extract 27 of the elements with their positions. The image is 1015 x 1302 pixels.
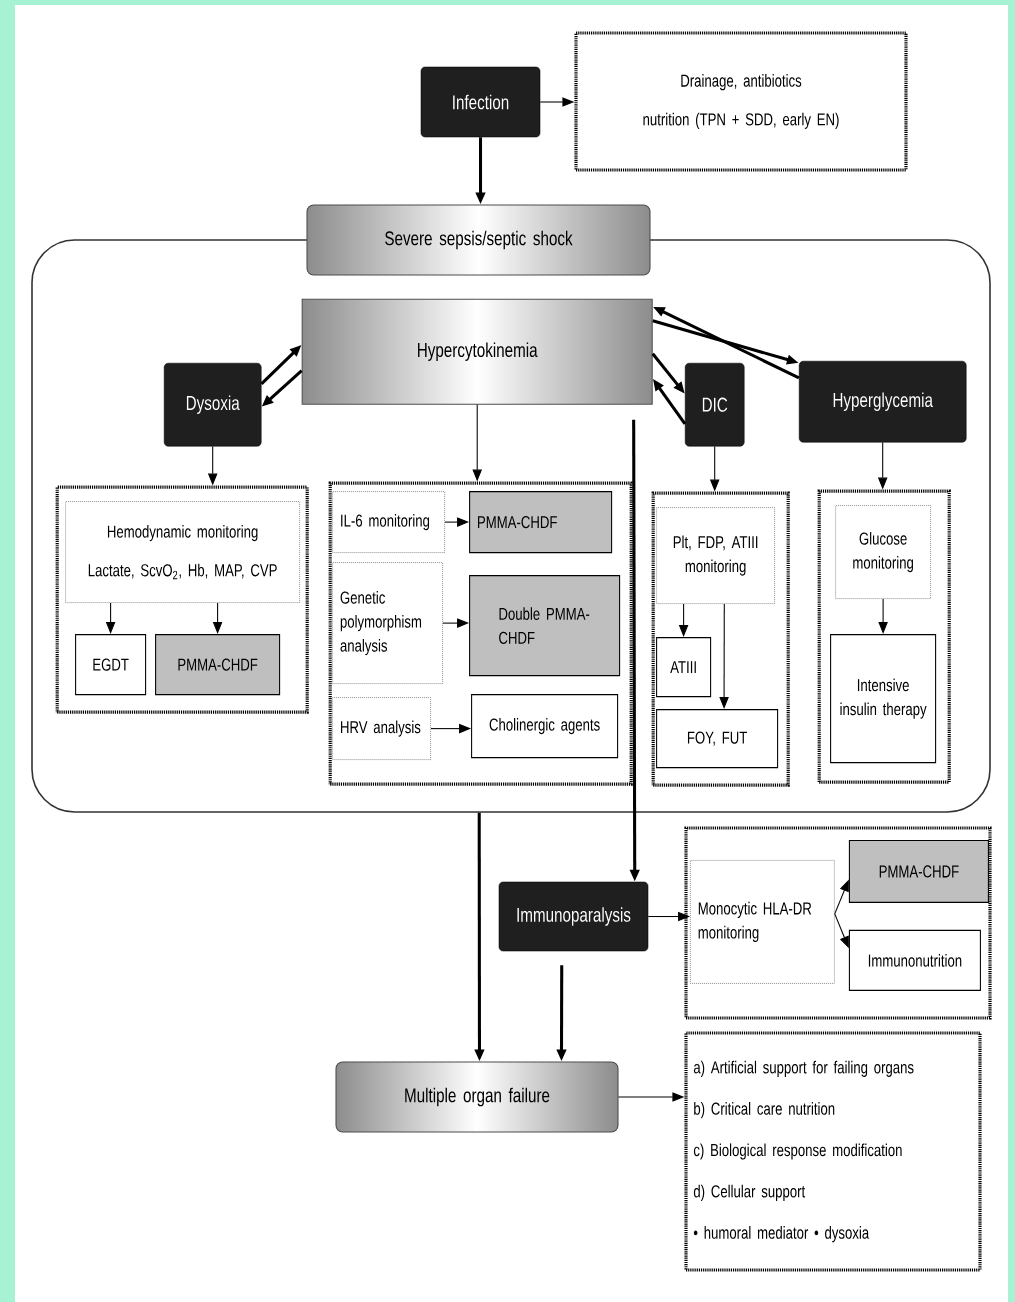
therapy-box: PMMA-CHDF <box>848 839 989 903</box>
problem-box: DIC <box>684 362 745 447</box>
problem-box: Infection <box>420 66 541 138</box>
monitoring-box: HRV analysis <box>332 697 431 760</box>
stage-box: Multiple organ failure <box>335 1061 619 1133</box>
therapy-box: PMMA-CHDF <box>469 491 613 554</box>
monitoring-box: Hemodynamic monitoring Lactate, ScvO$_{2}$, Hb, MAP, CVP <box>65 501 300 603</box>
therapy-box: Intensive insulin therapy <box>830 634 937 764</box>
monitoring-box: Glucose monitoring <box>835 505 931 599</box>
treatment-box: a) Artificial support for failing organs b) Critical care nutrition c) Biological response modification d) Cellular support • humoral mediator • dysoxia <box>684 1031 982 1272</box>
problem-box: Hyperglycemia <box>798 360 967 443</box>
therapy-box: ATIII <box>656 637 712 698</box>
therapy-box: EGDT <box>75 634 147 696</box>
therapy-box: Cholinergic agents <box>471 694 619 759</box>
therapy-box: Immunonutrition <box>848 929 981 991</box>
monitoring-box: Plt, FDP, ATIII monitoring <box>656 507 775 604</box>
monitoring-box: Genetic polymorphism analysis <box>332 562 443 684</box>
monitoring-box: IL-6 monitoring <box>332 491 445 553</box>
problem-box: Dysoxia <box>163 362 262 447</box>
stage-box: Severe sepsis/septic shock <box>306 204 651 276</box>
therapy-box: Double PMMA-CHDF <box>469 575 621 677</box>
monitoring-box: Monocytic HLA-DR monitoring <box>690 860 835 984</box>
therapy-box: PMMA-CHDF <box>155 634 281 696</box>
therapy-box: FOY, FUT <box>656 709 779 769</box>
problem-box: Immunoparalysis <box>498 881 649 952</box>
stage-box: Hypercytokinemia <box>301 298 653 405</box>
treatment-box: Drainage, antibiotics nutrition (TPN + SDD, early EN) <box>574 31 908 172</box>
